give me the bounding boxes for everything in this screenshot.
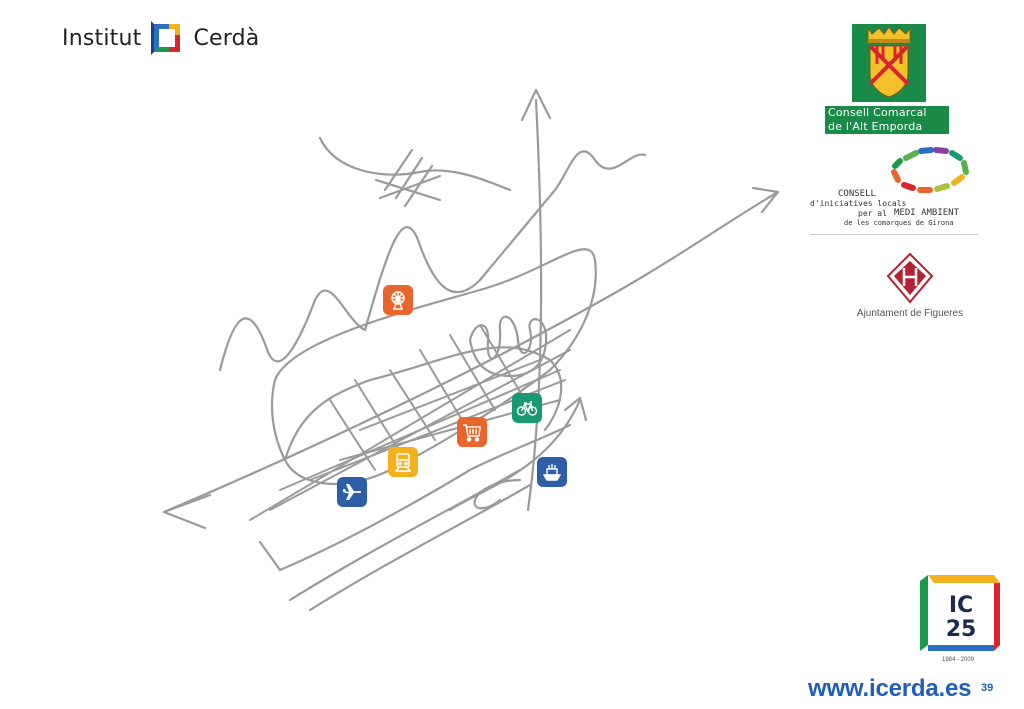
ic25-logo: IC 25 1984 - 2009 bbox=[920, 575, 1002, 667]
cilma-line2: d'iniciatives locals bbox=[810, 199, 907, 208]
cerda-square-icon bbox=[151, 21, 183, 55]
cilma-logo: CONSELL d'iniciatives locals per al MEDI… bbox=[808, 146, 980, 236]
cilma-line3: per al bbox=[858, 209, 887, 218]
cilma-divider bbox=[810, 234, 978, 235]
color-ring-icon bbox=[891, 147, 969, 193]
city-sketch bbox=[150, 80, 790, 620]
cilma-line1: CONSELL bbox=[838, 189, 876, 199]
train-icon bbox=[388, 447, 418, 477]
consell-comarcal-line1: Consell Comarcal bbox=[825, 106, 949, 120]
ic25-badge-icon: IC 25 bbox=[920, 575, 1000, 651]
ferris-wheel-icon bbox=[383, 285, 413, 315]
shopping-cart-icon bbox=[457, 417, 487, 447]
ajuntament-figueres-logo: Ajuntament de Figueres bbox=[850, 250, 970, 324]
cilma-line4: MEDI AMBIENT bbox=[894, 208, 960, 218]
consell-comarcal-logo: Consell Comarcal de l'Alt Emporda bbox=[825, 24, 949, 134]
figueres-emblem-icon bbox=[886, 252, 934, 304]
coat-of-arms-icon bbox=[852, 24, 926, 102]
figueres-label: Ajuntament de Figueres bbox=[856, 308, 964, 319]
website-link[interactable]: www.icerda.es bbox=[808, 675, 972, 702]
ic25-years: 1984 - 2009 bbox=[942, 657, 975, 663]
brand-word-right: Cerdà bbox=[193, 25, 260, 51]
page-number: 39 bbox=[981, 682, 994, 694]
consell-comarcal-line2: de l'Alt Emporda bbox=[825, 120, 949, 134]
airplane-icon bbox=[337, 477, 367, 507]
ic25-line1: IC bbox=[949, 593, 973, 618]
brand-word-left: Institut bbox=[62, 25, 142, 51]
ship-icon bbox=[537, 457, 567, 487]
institut-cerda-logo: Institut Cerdà bbox=[62, 18, 259, 58]
ic25-line2: 25 bbox=[946, 617, 977, 642]
cilma-line5: de les comarques de Girona bbox=[844, 219, 954, 227]
bicycle-icon bbox=[512, 393, 542, 423]
